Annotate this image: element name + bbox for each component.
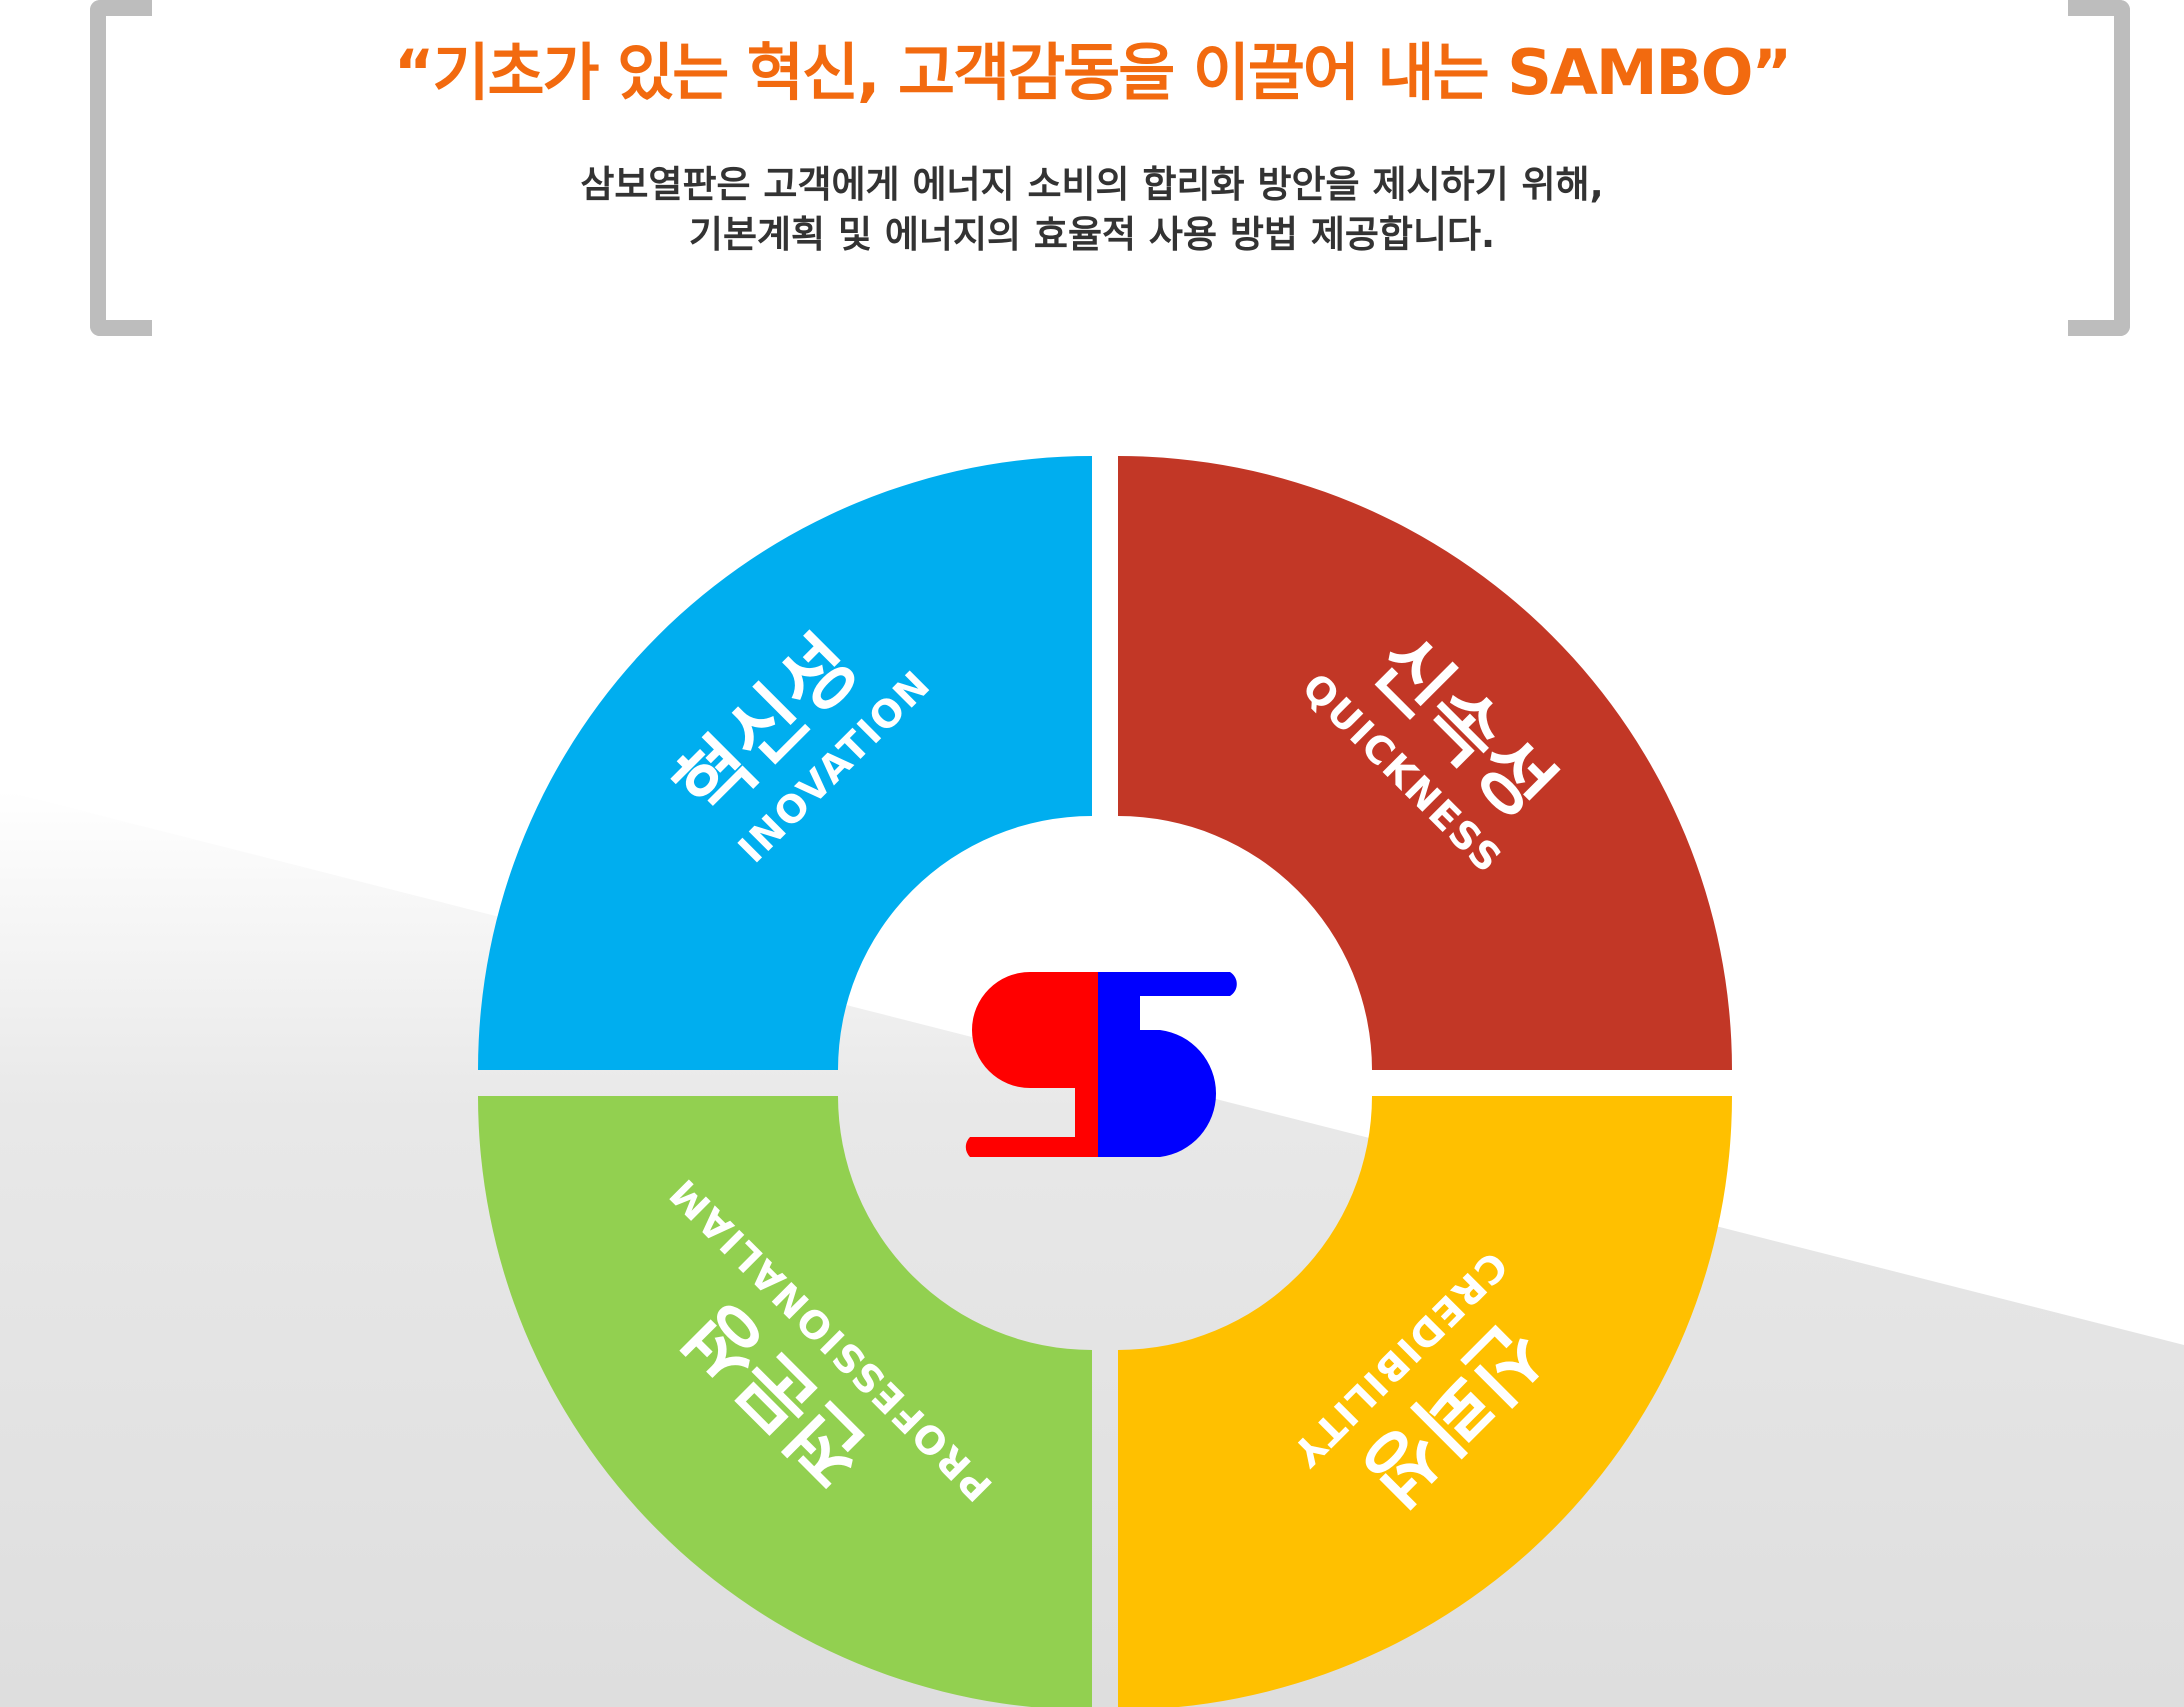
quadrant-professionalism <box>478 1096 1092 1707</box>
logo-blue-half <box>1098 972 1237 1157</box>
subtitle-line-2: 기본계획 및 에너지의 효율적 사용 방법 제공합니다. <box>688 213 1496 256</box>
subtitle-line-1: 삼보열판은 고객에게 에너지 소비의 합리화 방안을 제시하기 위해, <box>580 163 1604 206</box>
page-subtitle: 삼보열판은 고객에게 에너지 소비의 합리화 방안을 제시하기 위해, 기본계획… <box>150 160 2034 260</box>
right-bracket <box>2068 0 2130 336</box>
page-title: “기초가 있는 혁신, 고객감동을 이끌어 내는 SAMBO” <box>393 36 1793 109</box>
quadrant-innovation <box>478 456 1092 1070</box>
left-bracket <box>90 0 152 336</box>
quadrant-quickness <box>1118 456 1732 1070</box>
logo-red-half <box>965 972 1098 1157</box>
quadrant-credibility <box>1118 1096 1732 1707</box>
sambo-logo-icon <box>965 972 1237 1157</box>
